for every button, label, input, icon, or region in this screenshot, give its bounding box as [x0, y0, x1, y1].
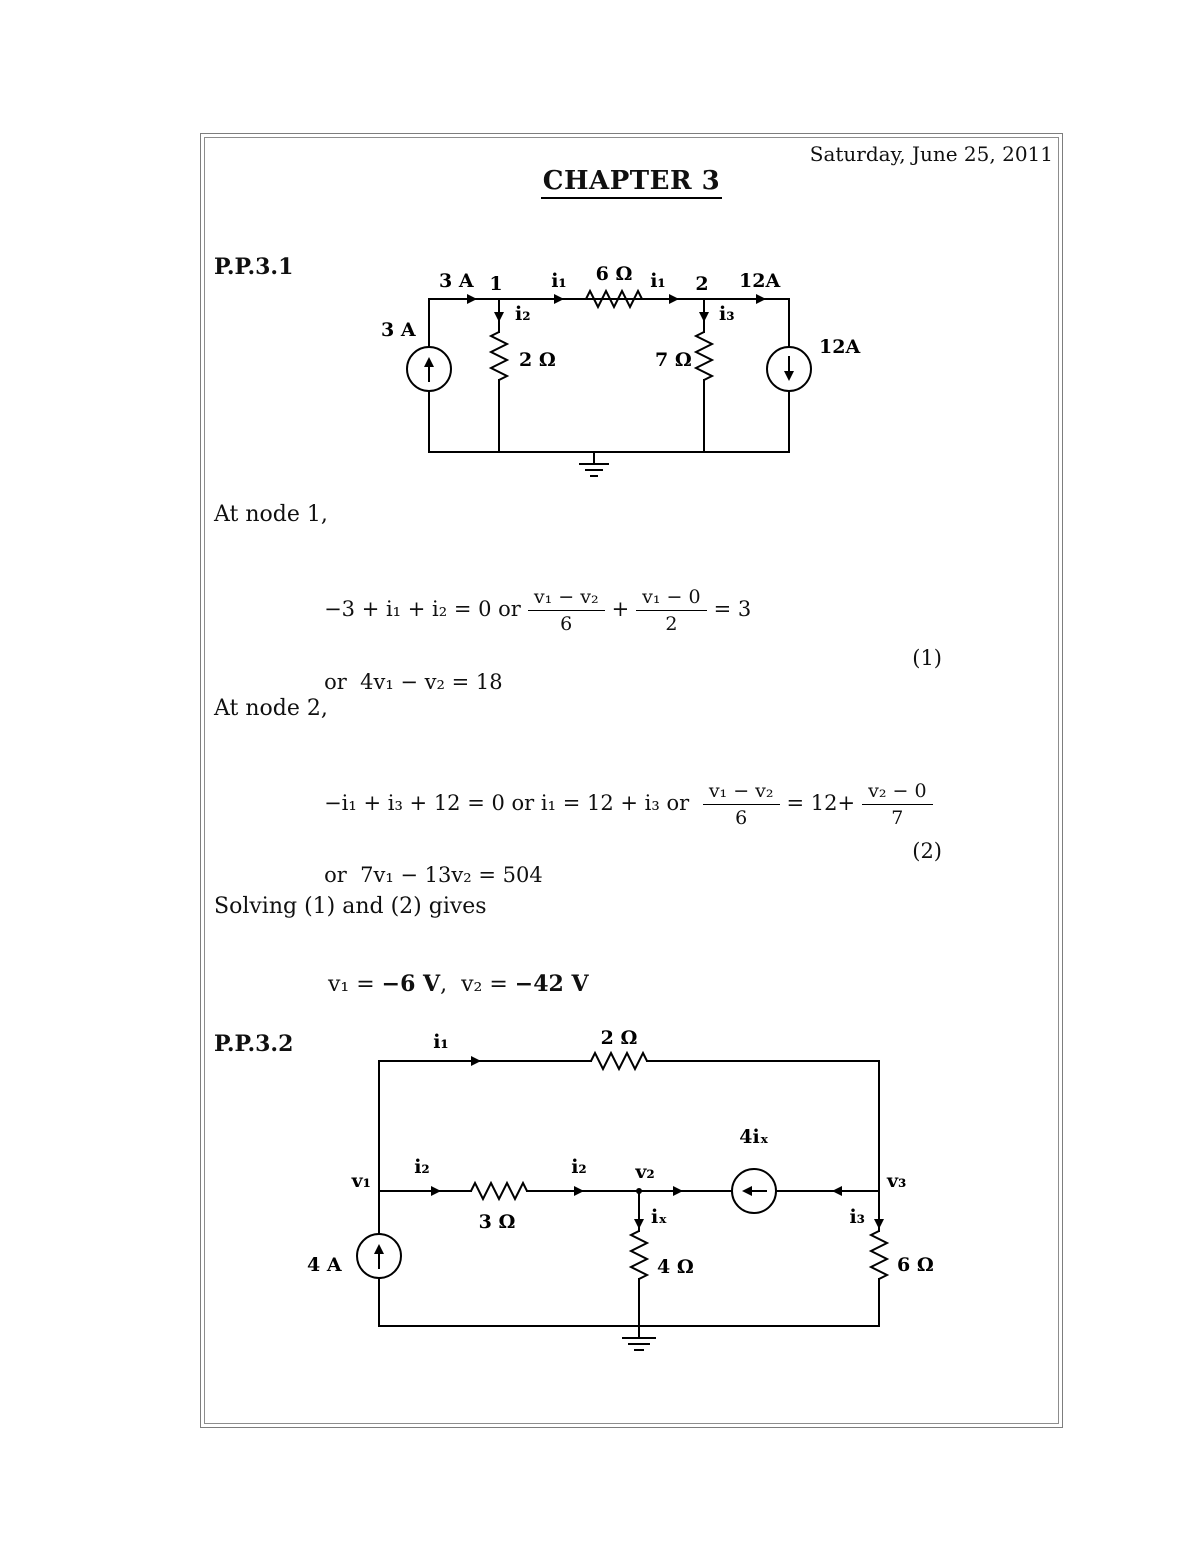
label-i2-left: i₂ — [414, 1156, 430, 1178]
right-arrow-icon — [554, 294, 564, 304]
result-v1-prefix: v₁ = — [327, 972, 382, 997]
problem-label-pp31: P.P.3.1 — [214, 254, 294, 280]
chapter-title-row: CHAPTER 3 — [201, 166, 1062, 199]
ground-symbol — [622, 1325, 656, 1351]
resistor-6ohm — [585, 288, 643, 310]
label-node-1: 1 — [489, 273, 502, 295]
node2-heading: At node 2, — [214, 696, 328, 721]
right-arrow-icon — [467, 294, 477, 304]
label-resistor-2ohm: 2 Ω — [601, 1027, 638, 1049]
label-i2: i₂ — [515, 303, 531, 325]
label-resistor-7ohm: 7 Ω — [655, 349, 692, 371]
label-i1-right: i₁ — [650, 270, 666, 292]
circuit-diagram-pp31: 3 A 3 A 1 i₁ 6 Ω i₁ 2 12A i₂ 2 Ω i₃ 7 Ω … — [381, 263, 860, 477]
label-i1-left: i₁ — [551, 270, 567, 292]
right-arrow-icon — [574, 1186, 584, 1196]
left-arrow-icon — [832, 1186, 842, 1196]
label-i3: i₃ — [719, 303, 735, 325]
label-source-4a: 4 A — [307, 1254, 342, 1276]
label-dependent-source-4ix: 4iₓ — [739, 1126, 768, 1148]
label-i1: i₁ — [433, 1031, 449, 1053]
resistor-2ohm — [590, 1050, 648, 1072]
right-arrow-icon — [431, 1186, 441, 1196]
solving-line: Solving (1) and (2) gives — [214, 894, 487, 919]
result-line: v₁ = −6 V, v₂ = −42 V — [286, 946, 589, 1022]
equation-number-1: (1) — [912, 646, 942, 670]
label-node-2: 2 — [695, 273, 708, 295]
node1-heading: At node 1, — [214, 502, 328, 527]
down-arrow-icon — [634, 1219, 644, 1229]
eq1-prefix: −3 + i₁ + i₂ = 0 or — [324, 597, 521, 621]
equation-2-row: or 7v₁ − 13v₂ = 504 (2) — [284, 839, 942, 935]
circuit-pp31-wires — [406, 288, 812, 477]
label-node-v1: v₁ — [351, 1170, 371, 1192]
circuit-diagram-pp32: i₁ 2 Ω v₁ i₂ 3 Ω i₂ v₂ 4iₓ v₃ 4 A iₓ 4 Ω… — [307, 1027, 934, 1351]
label-source-12a: 12A — [819, 336, 860, 358]
label-resistor-2ohm: 2 Ω — [519, 349, 556, 371]
label-resistor-3ohm: 3 Ω — [479, 1211, 516, 1233]
equation-2-text: or 7v₁ − 13v₂ = 504 — [324, 863, 543, 887]
result-v2-value: −42 V — [514, 971, 589, 997]
down-arrow-icon — [494, 312, 504, 322]
current-source-3a — [406, 346, 452, 392]
eq1-suffix: = 3 — [713, 597, 752, 621]
label-node-v3: v₃ — [886, 1170, 906, 1192]
ground-symbol — [579, 451, 609, 477]
resistor-4ohm — [628, 1230, 650, 1280]
current-source-12a — [766, 346, 812, 392]
eq1-plus: + — [611, 597, 630, 621]
page-frame: Saturday, June 25, 2011 CHAPTER 3 P.P.3.… — [200, 133, 1063, 1428]
eq2-prefix: −i₁ + i₃ + 12 = 0 or i₁ = 12 + i₃ or — [324, 791, 696, 815]
down-arrow-icon — [874, 1219, 884, 1229]
right-arrow-icon — [669, 294, 679, 304]
up-arrow-icon — [374, 1244, 384, 1254]
resistor-3ohm — [470, 1180, 528, 1202]
label-ix: iₓ — [651, 1206, 667, 1228]
label-source-3a: 3 A — [381, 319, 416, 341]
resistor-7ohm — [693, 331, 715, 381]
left-arrow-icon — [742, 1186, 752, 1196]
up-arrow-icon — [424, 357, 434, 367]
equation-node2: −i₁ + i₃ + 12 = 0 or i₁ = 12 + i₃ or v₁ … — [284, 756, 940, 853]
resistor-6ohm — [868, 1230, 890, 1280]
resistor-2ohm — [488, 331, 510, 381]
result-v1-value: −6 V — [381, 971, 441, 997]
down-arrow-icon — [699, 312, 709, 322]
eq2-mid: = 12+ — [786, 791, 856, 815]
date-stamp: Saturday, June 25, 2011 — [809, 142, 1053, 166]
right-arrow-icon — [673, 1186, 683, 1196]
label-i3: i₃ — [849, 1206, 865, 1228]
label-resistor-6ohm: 6 Ω — [596, 263, 633, 285]
label-resistor-6ohm: 6 Ω — [897, 1254, 934, 1276]
equation-1-row: or 4v₁ − v₂ = 18 (1) — [284, 646, 942, 742]
circuit-pp32-wires — [356, 1050, 890, 1351]
label-current-3a-top: 3 A — [439, 270, 474, 292]
label-current-12a-top: 12A — [739, 270, 780, 292]
right-arrow-icon — [756, 294, 766, 304]
down-arrow-icon — [784, 371, 794, 381]
page-title: CHAPTER 3 — [540, 166, 723, 199]
right-arrow-icon — [471, 1056, 481, 1066]
label-resistor-4ohm: 4 Ω — [657, 1256, 694, 1278]
result-v2-prefix: , v₂ = — [440, 972, 515, 997]
equation-number-2: (2) — [912, 839, 942, 863]
label-i2-right: i₂ — [571, 1156, 587, 1178]
problem-label-pp32: P.P.3.2 — [214, 1031, 294, 1057]
label-node-v2: v₂ — [634, 1161, 654, 1183]
equation-1-text: or 4v₁ − v₂ = 18 — [324, 670, 503, 694]
